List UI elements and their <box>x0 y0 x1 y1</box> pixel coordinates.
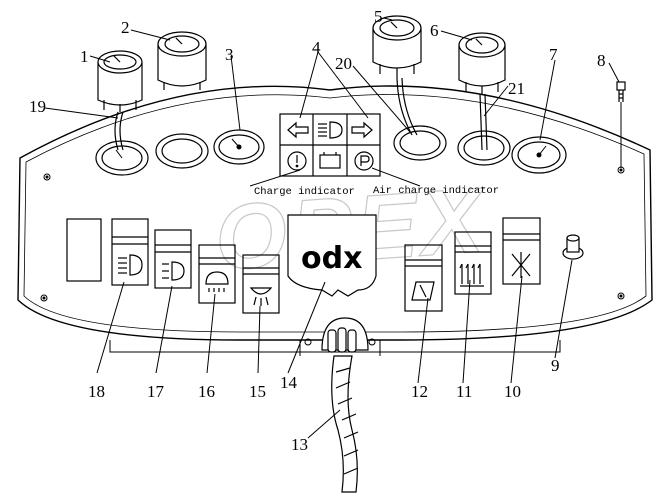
rotary-switch-9 <box>562 234 584 260</box>
logo-badge: odx <box>287 214 377 297</box>
bolt-8 <box>616 81 626 102</box>
callout-20: 20 <box>335 54 352 73</box>
logo-text: odx <box>301 241 362 276</box>
callout-19: 19 <box>29 97 46 116</box>
callout-6: 6 <box>430 21 439 40</box>
gauge-1 <box>97 50 143 112</box>
leader-lines <box>44 17 622 439</box>
gauge-19-face <box>115 149 123 159</box>
switch-10-fan <box>502 217 541 285</box>
callout-9: 9 <box>551 356 560 375</box>
callout-3: 3 <box>225 45 234 64</box>
callout-11: 11 <box>456 382 472 401</box>
callout-7: 7 <box>549 45 558 64</box>
gauge-2 <box>157 31 207 90</box>
switch-12-wiper <box>404 244 443 312</box>
callout-5: 5 <box>374 7 383 26</box>
combination-switch-13 <box>321 317 369 493</box>
callout-12: 12 <box>411 382 428 401</box>
callout-21: 21 <box>508 79 525 98</box>
callout-16: 16 <box>198 382 215 401</box>
switch-11-heater <box>454 231 492 295</box>
callout-1: 1 <box>80 47 89 66</box>
gauge-5 <box>372 15 422 78</box>
callout-14: 14 <box>280 373 298 392</box>
callout-13: 13 <box>291 435 308 454</box>
switch-16-worklight <box>198 244 236 304</box>
gauge-7 <box>536 145 547 158</box>
gauge-3 <box>231 138 242 150</box>
callout-18: 18 <box>88 382 105 401</box>
callout-2: 2 <box>121 18 130 37</box>
charge-indicator-caption: Charge indicator <box>254 186 355 198</box>
callout-4: 4 <box>312 38 321 57</box>
callout-17: 17 <box>147 382 165 401</box>
gauge-6 <box>458 32 506 94</box>
gauge-cables <box>114 77 488 151</box>
callout-10: 10 <box>504 382 521 401</box>
air-charge-indicator-caption: Air charge indicator <box>373 185 499 197</box>
switch-18-headlamp <box>111 218 149 286</box>
callout-numbers: 1 2 3 4 5 6 7 8 9 10 11 12 13 14 15 16 1… <box>29 7 606 454</box>
callout-8: 8 <box>597 51 606 70</box>
blank-plate <box>66 218 102 282</box>
switch-15-beacon <box>242 254 280 314</box>
indicator-lamp-cluster <box>279 113 381 177</box>
switch-17-lamp <box>154 229 192 289</box>
callout-15: 15 <box>249 382 266 401</box>
